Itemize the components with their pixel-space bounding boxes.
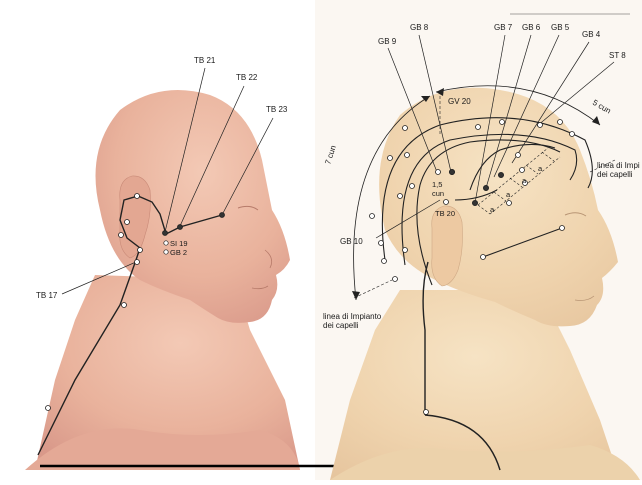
label-gb9: GB 9 <box>378 37 397 46</box>
point-tb23 <box>220 213 225 218</box>
point-si19 <box>164 241 168 245</box>
label-hairline-back-1: linea di Impianto <box>323 312 382 321</box>
label-1-5: 1,5 <box>432 180 442 189</box>
label-gv20: GV 20 <box>448 97 471 106</box>
point-gb2 <box>164 250 168 254</box>
label-si19: SI 19 <box>170 239 188 248</box>
label-gb6: GB 6 <box>522 23 541 32</box>
point-left-1 <box>46 406 51 411</box>
label-gb8: GB 8 <box>410 23 429 32</box>
label-gb10: GB 10 <box>340 237 363 246</box>
label-st8: ST 8 <box>609 51 626 60</box>
point-left-2 <box>122 303 127 308</box>
label-tb20: TB 20 <box>435 209 455 218</box>
point-tb22 <box>178 225 183 230</box>
label-gb2: GB 2 <box>170 248 187 257</box>
label-gb5: GB 5 <box>551 23 570 32</box>
label-tb17: TB 17 <box>36 291 58 300</box>
label-gb4: GB 4 <box>582 30 601 39</box>
point-left-3 <box>138 248 143 253</box>
label-tb22: TB 22 <box>236 73 258 82</box>
label-tb23: TB 23 <box>266 105 288 114</box>
point-left-5 <box>125 220 130 225</box>
point-left-6 <box>135 194 140 199</box>
label-hairline-back-2: dei capelli <box>323 321 359 330</box>
point-tb21 <box>163 231 168 236</box>
label-hairline-front-1: linea di Impi <box>597 161 640 170</box>
label-gb7: GB 7 <box>494 23 513 32</box>
label-cun: cun <box>432 189 444 198</box>
label-hairline-front-2: dei capelli <box>597 170 633 179</box>
label-tb21: TB 21 <box>194 56 216 65</box>
point-left-4 <box>119 233 124 238</box>
point-tb17 <box>135 260 140 265</box>
